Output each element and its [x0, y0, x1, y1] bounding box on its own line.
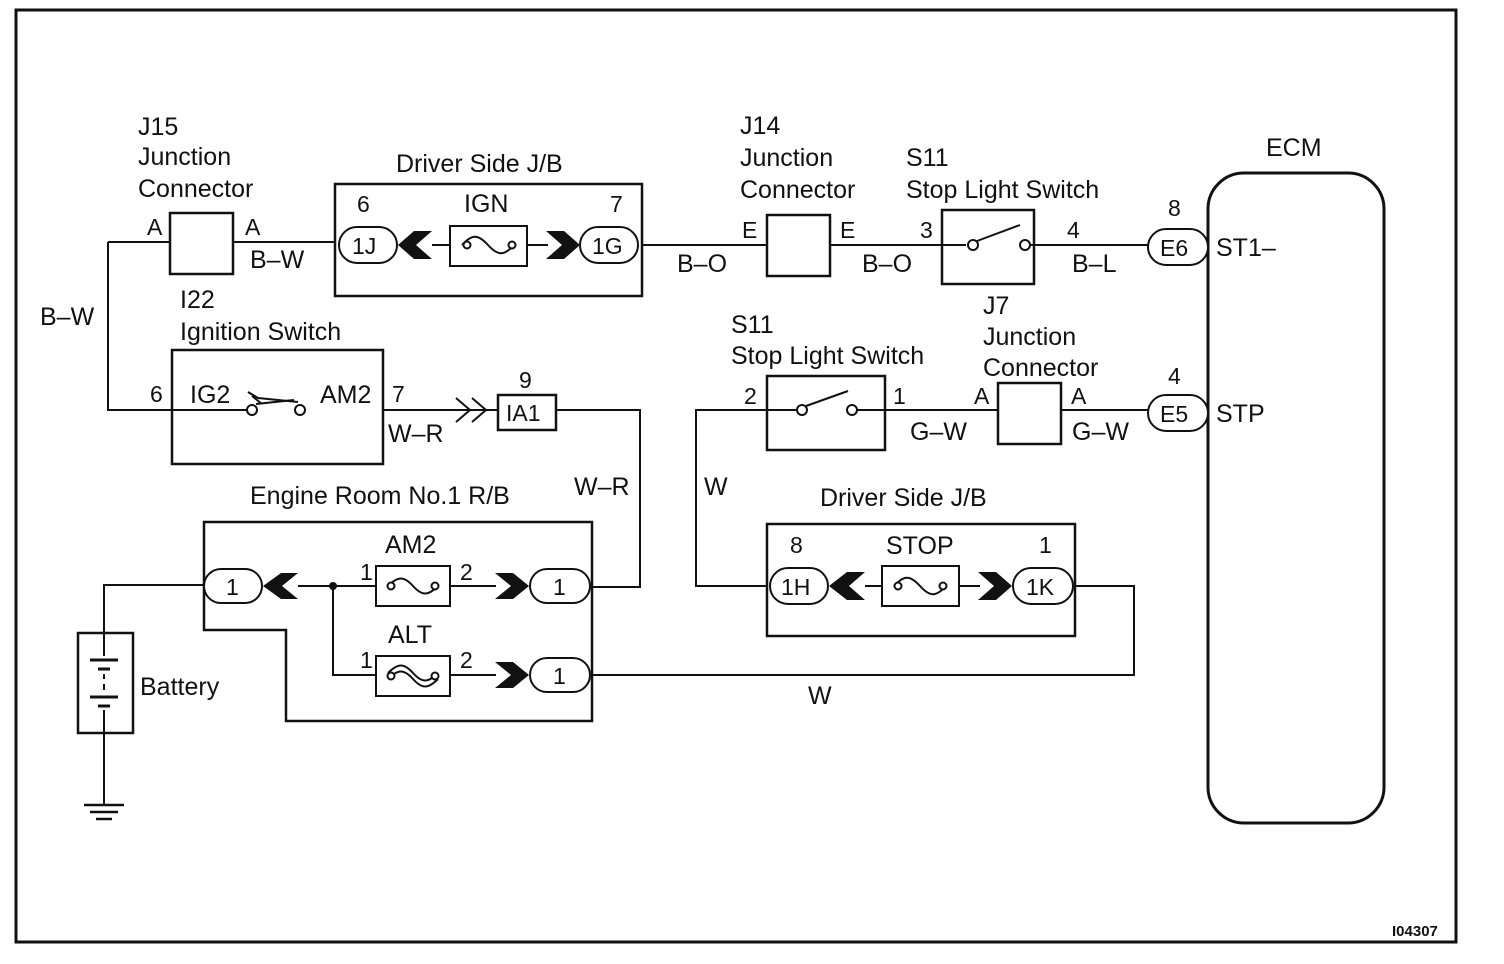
rb-alt-pin1: 1 — [360, 647, 373, 673]
s11-bottom-code: S11 — [731, 311, 774, 339]
j7-pin-right: A — [1071, 383, 1087, 409]
rb-conn-am2: 1 — [553, 574, 566, 600]
engine-room-relay-block: Engine Room No.1 R/B 1 AM2 1 2 1 ALT 1 2… — [202, 482, 832, 723]
j7-line1: Junction — [983, 323, 1076, 351]
arrow-right-icon — [546, 231, 580, 259]
ia1-label: IA1 — [506, 400, 541, 426]
ia1-pin: 9 — [519, 367, 532, 393]
rb-conn-alt: 1 — [553, 663, 566, 689]
wire-label-bl-1: B–L — [1072, 250, 1117, 278]
j7-pin-left: A — [974, 383, 990, 409]
st1-terminal: ST1– — [1216, 234, 1276, 262]
rb-alt-pin2: 2 — [460, 647, 473, 673]
wire-label-gw-1: G–W — [910, 418, 967, 446]
j14-pin-right: E — [840, 217, 855, 243]
jb-bottom-conn-right: 1K — [1026, 574, 1055, 600]
rb-title: Engine Room No.1 R/B — [250, 482, 510, 510]
diagram-id: I04307 — [1392, 923, 1438, 940]
e5-pin: 4 — [1168, 363, 1181, 389]
arrow-left-icon — [263, 573, 298, 599]
ign-term-right: AM2 — [320, 381, 371, 409]
jb-top-ign: Driver Side J/B 6 7 IGN 1J 1G B–O — [333, 150, 727, 298]
e6-pin: 8 — [1168, 195, 1181, 221]
wire-label-w-1: W — [704, 473, 728, 501]
ecm-title: ECM — [1266, 134, 1322, 162]
s11-top-name: Stop Light Switch — [906, 176, 1099, 204]
e5-conn: E5 — [1160, 401, 1188, 427]
jb-bottom-pin-right: 1 — [1039, 532, 1052, 558]
ign-pin-left: 6 — [150, 381, 163, 407]
arrow-left-icon — [829, 572, 865, 600]
wire-label-bo-1: B–O — [677, 250, 727, 278]
arrow-left-icon — [398, 231, 432, 259]
stp-terminal: STP — [1216, 400, 1265, 428]
jb-bottom-stop: Driver Side J/B 8 1 STOP 1H 1K — [765, 484, 1077, 638]
jb-top-title: Driver Side J/B — [396, 150, 563, 178]
jb-top-conn-left: 1J — [352, 233, 376, 259]
connector-chevron-icon — [455, 397, 488, 423]
ground-icon — [84, 803, 124, 821]
s11-top-code: S11 — [906, 144, 949, 172]
j14-line2: Connector — [740, 176, 855, 204]
arrow-right-icon — [495, 573, 529, 599]
j14-junction-connector: J14 Junction Connector E E B–O — [740, 112, 912, 278]
j15-pin-left: A — [147, 214, 163, 240]
jb-top-fuse-label: IGN — [464, 190, 508, 218]
switch-contact-icon — [976, 224, 1021, 242]
j14-line1: Junction — [740, 144, 833, 172]
switch-contact-icon — [805, 390, 849, 407]
jb-top-conn-right: 1G — [592, 233, 623, 259]
jb-bottom-fuse-label: STOP — [886, 532, 954, 560]
s11-stop-light-switch-top: S11 Stop Light Switch 3 4 B–L — [906, 144, 1117, 286]
ia1-connector: 9 IA1 W–R — [496, 367, 630, 501]
wire-label-wr-2: W–R — [574, 473, 630, 501]
j7-code: J7 — [983, 292, 1009, 320]
arrow-right-icon — [978, 572, 1012, 600]
j14-pin-left: E — [742, 217, 757, 243]
e6-conn: E6 — [1160, 235, 1188, 261]
diagram-frame — [14, 8, 1458, 944]
rb-conn-battery: 1 — [226, 574, 239, 600]
wire-label-bw-2: B–W — [40, 303, 95, 331]
rb-fuse-alt-label: ALT — [388, 621, 432, 649]
wire-label-gw-2: G–W — [1072, 418, 1129, 446]
rb-am2-pin1: 1 — [360, 559, 373, 585]
jb-top-pin-left: 6 — [357, 191, 370, 217]
wire-label-w-2: W — [808, 682, 832, 710]
jb-top-pin-right: 7 — [610, 191, 623, 217]
jb-bottom-title: Driver Side J/B — [820, 484, 987, 512]
j15-pin-right: A — [245, 214, 261, 240]
ign-term-left: IG2 — [190, 381, 230, 409]
wire-label-bw-1: B–W — [250, 246, 305, 274]
arrow-right-icon — [495, 662, 529, 688]
j15-line1: Junction — [138, 143, 231, 171]
wires — [103, 241, 1148, 805]
ecm: ECM 8 E6 ST1– 4 E5 STP — [1147, 134, 1386, 825]
battery: Battery — [76, 631, 220, 821]
battery-label: Battery — [140, 673, 220, 701]
s11-bottom-name: Stop Light Switch — [731, 342, 924, 370]
j15-junction-connector: J15 Junction Connector A A B–W B–W — [40, 113, 305, 331]
s11-stop-light-switch-bottom: S11 Stop Light Switch 2 1 W G–W — [704, 311, 967, 501]
jb-bottom-conn-left: 1H — [781, 574, 810, 600]
s11-bottom-pin-right: 1 — [893, 383, 906, 409]
j15-code: J15 — [138, 113, 178, 141]
j14-code: J14 — [740, 112, 780, 140]
jb-bottom-pin-left: 8 — [790, 532, 803, 558]
wire-label-wr-1: W–R — [388, 420, 444, 448]
s11-top-pin-right: 4 — [1067, 217, 1080, 243]
s11-bottom-pin-left: 2 — [744, 383, 757, 409]
s11-top-pin-left: 3 — [920, 217, 933, 243]
rb-am2-pin2: 2 — [460, 559, 473, 585]
wire-label-bo-2: B–O — [862, 250, 912, 278]
j7-line2: Connector — [983, 354, 1098, 382]
ign-pin-right: 7 — [392, 381, 405, 407]
ign-name: Ignition Switch — [180, 318, 341, 346]
j15-line2: Connector — [138, 175, 253, 203]
rb-fuse-am2-label: AM2 — [385, 531, 436, 559]
ign-code: I22 — [180, 286, 215, 314]
i22-ignition-switch: I22 Ignition Switch 6 7 IG2 AM2 W–R — [150, 286, 488, 466]
j7-junction-connector: J7 Junction Connector A A G–W — [974, 292, 1129, 446]
